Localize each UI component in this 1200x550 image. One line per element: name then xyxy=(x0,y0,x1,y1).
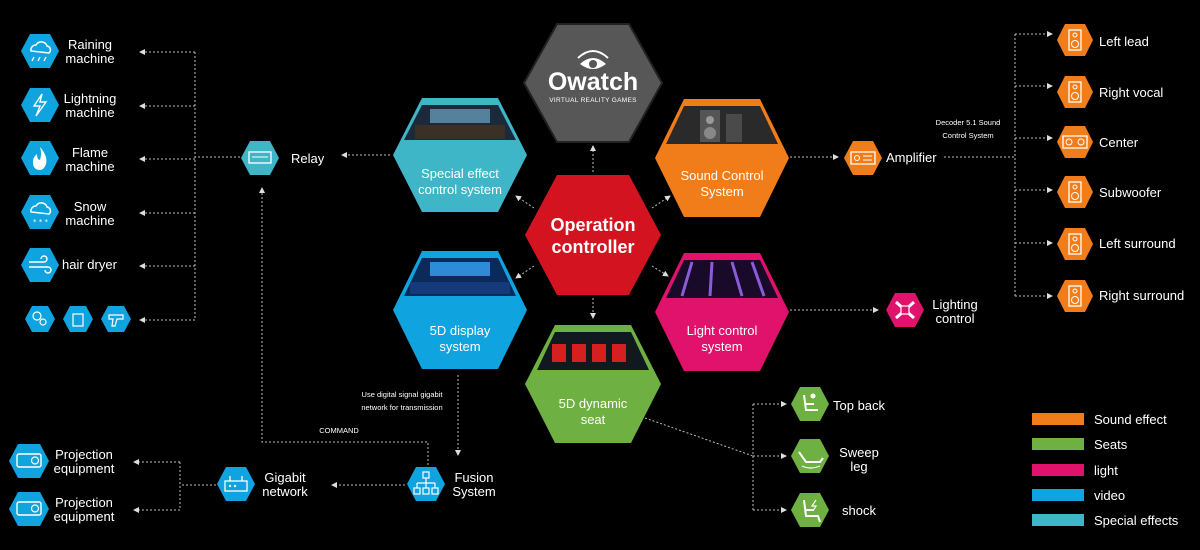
legend-label-sound: Sound effect xyxy=(1094,412,1167,427)
special-effect-hex xyxy=(393,98,527,212)
shock-icon xyxy=(791,493,829,527)
dynamic-seat-hex xyxy=(525,325,661,443)
spray-gun-icon xyxy=(101,306,131,332)
projector-icon-2 xyxy=(9,492,49,526)
gigabit-network-icon xyxy=(217,467,255,501)
speaker-right-vocal-icon xyxy=(1057,76,1093,108)
legend-swatch-seats xyxy=(1032,438,1084,450)
flame-icon xyxy=(21,141,59,175)
speaker-right-vocal-label: Right vocal xyxy=(1099,85,1164,100)
speaker-center-label: Center xyxy=(1099,135,1139,150)
speaker-left-lead-label: Left lead xyxy=(1099,34,1149,49)
amplifier-label: Amplifier xyxy=(886,150,937,165)
lightning-icon xyxy=(21,88,59,122)
hair-dryer-label: hair dryer xyxy=(62,257,117,272)
command-note: COMMAND xyxy=(319,426,359,435)
legend-swatch-sound xyxy=(1032,413,1084,425)
legend-swatch-special xyxy=(1032,514,1084,526)
speaker-subwoofer-label: Subwoofer xyxy=(1099,185,1162,200)
speaker-left-surround-icon xyxy=(1057,228,1093,260)
raining-icon xyxy=(21,34,59,68)
fog-machine-icon xyxy=(63,306,93,332)
sound-control-hex xyxy=(655,99,789,217)
speaker-center-icon xyxy=(1057,126,1093,158)
brand-name: Owatch xyxy=(547,68,639,96)
top-back-icon xyxy=(791,387,829,421)
speaker-subwoofer-icon xyxy=(1057,176,1093,208)
speaker-left-lead-icon xyxy=(1057,24,1093,56)
display-system-hex xyxy=(393,251,527,369)
brand-tagline: VIRTUAL REALITY GAMES xyxy=(549,97,637,104)
speaker-left-surround-label: Left surround xyxy=(1099,236,1176,251)
svg-text:* * *: * * * xyxy=(33,218,48,226)
legend-label-special: Special effects xyxy=(1094,513,1179,528)
lighting-control-icon xyxy=(886,293,924,327)
snow-icon: * * * xyxy=(21,195,59,229)
shock-label: shock xyxy=(842,503,876,518)
amplifier-icon xyxy=(844,141,882,175)
light-control-hex xyxy=(655,253,789,371)
speaker-right-surround-label: Right surround xyxy=(1099,288,1185,303)
speaker-right-surround-icon xyxy=(1057,280,1093,312)
legend-label-light: light xyxy=(1094,463,1118,478)
relay-icon xyxy=(241,141,279,175)
bubble-icon xyxy=(25,306,55,332)
legend-swatch-light xyxy=(1032,464,1084,476)
fusion-system-icon xyxy=(407,467,445,501)
legend-label-seats: Seats xyxy=(1094,437,1128,452)
relay-label: Relay xyxy=(291,151,325,166)
wind-icon xyxy=(21,248,59,282)
owatch-logo-hex xyxy=(522,23,664,143)
eye-logo-icon xyxy=(577,50,609,69)
top-back-label: Top back xyxy=(833,398,886,413)
operation-controller-hex xyxy=(525,175,661,295)
projector-icon-1 xyxy=(9,444,49,478)
legend-label-video: video xyxy=(1094,488,1126,503)
legend-swatch-video xyxy=(1032,489,1084,501)
sweep-leg-icon xyxy=(791,439,829,473)
